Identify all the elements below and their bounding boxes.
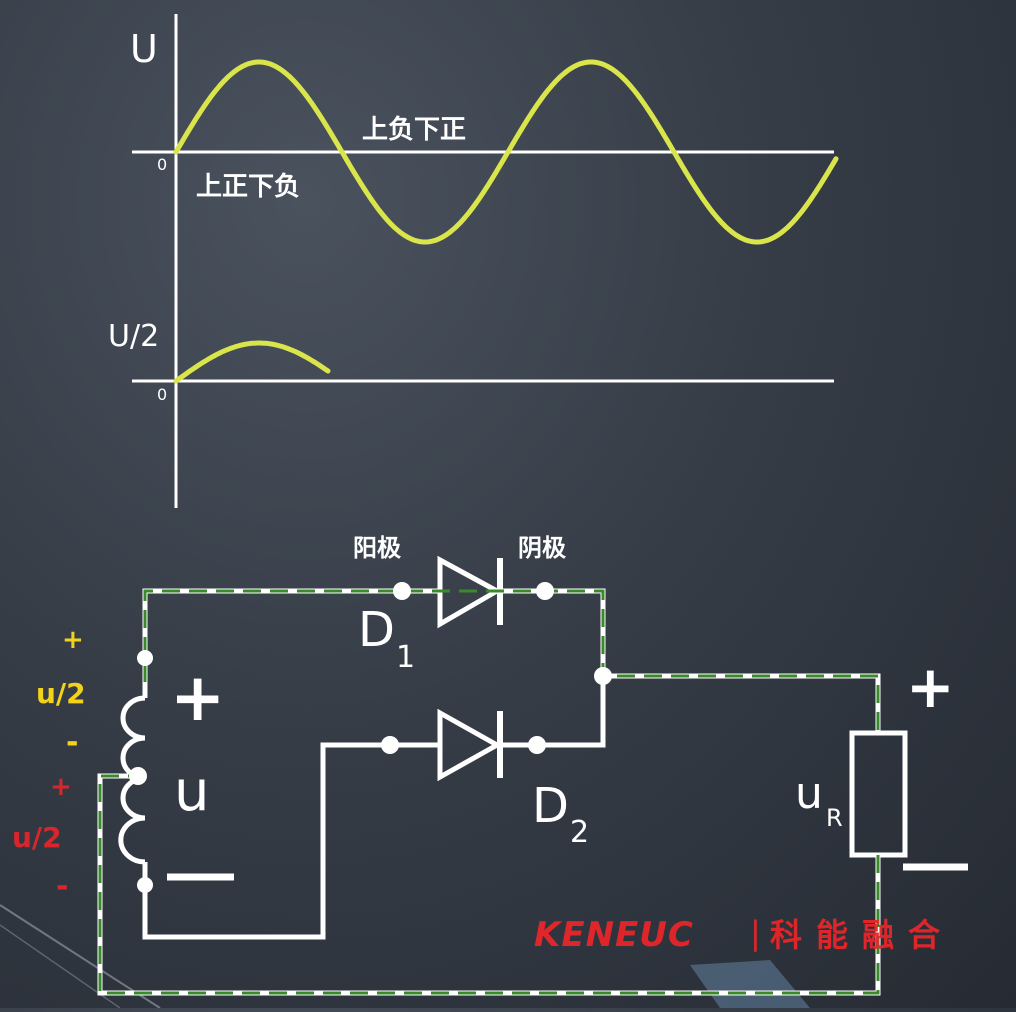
brand-logo-text: KENEUC [534, 915, 694, 955]
waveform-top: U 0 上负下正 上正下负 [130, 14, 839, 508]
lower-half-minus: - [56, 869, 68, 904]
node-coil-bottom [137, 877, 153, 893]
current-path [98, 589, 880, 995]
circuit-nodes [129, 582, 612, 893]
load-subscript: R [826, 804, 843, 832]
load-plus: + [906, 653, 955, 721]
load-label: u [795, 768, 823, 819]
load-resistor [849, 730, 908, 858]
source-label: u [174, 759, 210, 824]
bottom-y-label: U/2 [108, 319, 159, 354]
d2-label: D [532, 778, 569, 834]
d1-label: D [358, 602, 395, 658]
wire-d2-out [500, 676, 606, 748]
node-d1-cathode [536, 582, 554, 600]
label-upper-negative: 上负下正 [362, 115, 466, 145]
node-d2-anode [381, 736, 399, 754]
wire-d2-in [142, 742, 440, 940]
diode-d2 [437, 708, 503, 782]
wire-return [97, 773, 881, 996]
wire-d1-out [500, 588, 606, 676]
lower-half-label: u/2 [12, 821, 62, 854]
label-upper-positive: 上正下负 [196, 172, 300, 202]
bottom-origin-label: 0 [157, 385, 167, 404]
d1-subscript: 1 [396, 640, 415, 675]
source-plus: + [170, 659, 225, 736]
brand-chinese: 科能融合 [770, 916, 954, 954]
half-wave [173, 340, 331, 384]
circuit-wires [97, 588, 881, 996]
top-y-label: U [130, 27, 158, 71]
lower-half-plus: + [50, 772, 72, 802]
d2-subscript: 2 [570, 815, 589, 850]
top-origin-label: 0 [157, 155, 167, 174]
anode-label: 阳极 [353, 534, 401, 562]
sine-wave [173, 59, 839, 245]
upper-half-plus: + [62, 625, 84, 655]
node-coil-top [137, 650, 153, 666]
node-center-tap [129, 767, 147, 785]
brand-separator: | [750, 914, 761, 952]
upper-half-label: u/2 [36, 677, 86, 710]
brand-watermark: KENEUC | 科能融合 [534, 914, 954, 955]
node-junction [594, 667, 612, 685]
cathode-label: 阴极 [518, 534, 566, 562]
node-d1-anode [393, 582, 411, 600]
upper-half-minus: - [66, 725, 78, 760]
circuit-labels: 阳极 阴极 D 1 D 2 + u + u/2 - + u/2 - u R + [12, 534, 968, 904]
node-d2-cathode [528, 736, 546, 754]
waveform-bottom: U/2 0 [108, 319, 834, 404]
wire-to-load [603, 673, 881, 733]
